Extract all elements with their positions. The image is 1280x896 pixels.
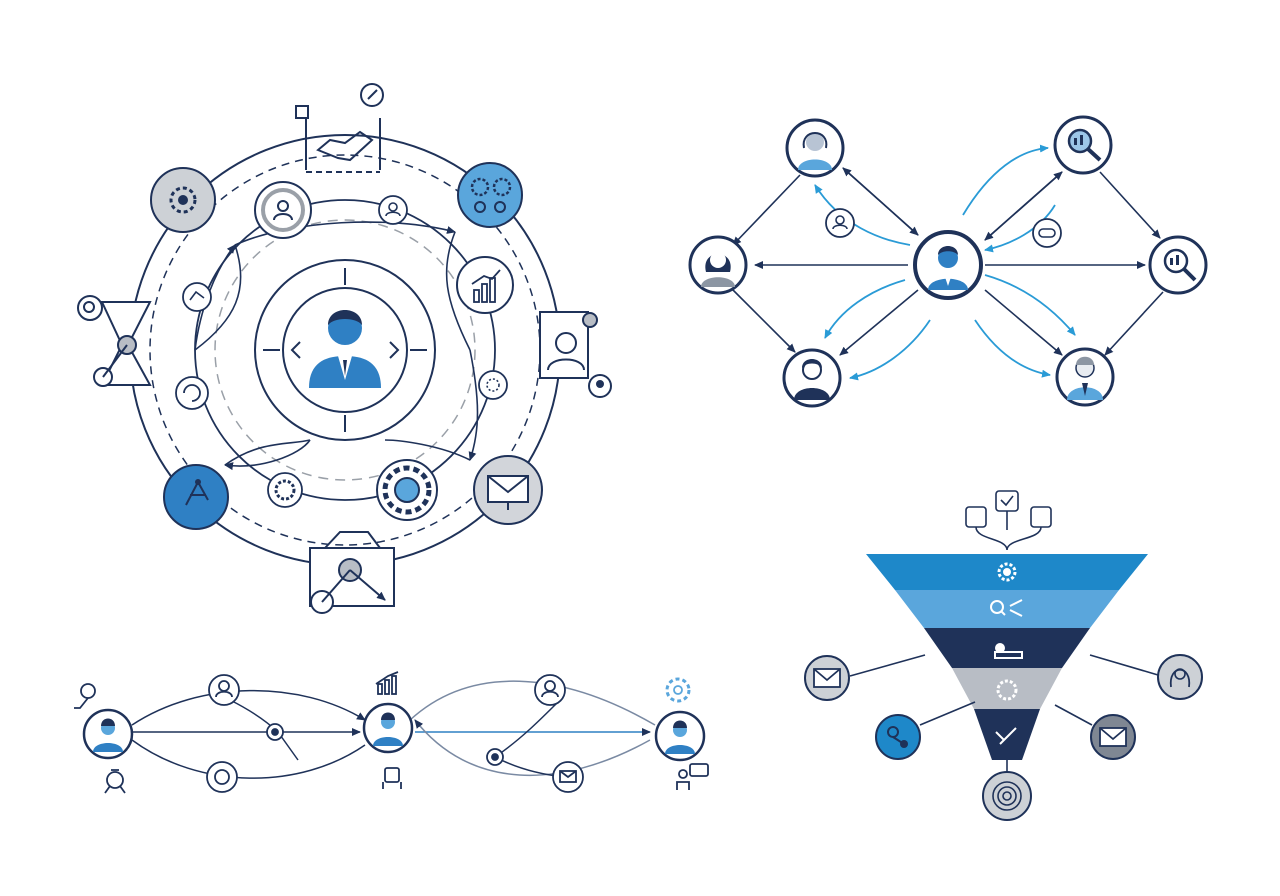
- middle-dashed-ring: [214, 219, 476, 481]
- center-person-icon: [309, 310, 381, 388]
- compass-node: [163, 464, 229, 530]
- timeline-main-node-2: [362, 702, 414, 754]
- funnel-envelope-left: [804, 655, 850, 701]
- gears-node: [457, 162, 523, 228]
- envelope-node: [473, 455, 543, 525]
- butterfly-network-diagram: [688, 115, 1208, 408]
- woman-avatar-left: [688, 235, 748, 295]
- funnel-links: [849, 654, 1159, 772]
- hub-person-node: [913, 230, 983, 300]
- gear-cog-node: [376, 459, 438, 521]
- funnel-level-5: [974, 709, 1040, 760]
- timeline-small-icons: [74, 671, 709, 794]
- inner-ring: [254, 259, 436, 441]
- handshake-icon: [295, 83, 384, 173]
- funnel-network-node: [875, 714, 921, 760]
- funnel-top-boxes: [965, 490, 1052, 551]
- funnel-level-4: [952, 668, 1062, 709]
- network-curved-edges: [814, 144, 1076, 381]
- filter-search-icon: [77, 295, 152, 387]
- funnel-level-icons: [990, 562, 1023, 745]
- timeline-flow-diagram: [74, 671, 709, 794]
- funnel-fingerprint-node: [982, 771, 1032, 821]
- search-chart-node-right: [1148, 235, 1208, 295]
- small-link-mid-node: [1032, 218, 1062, 248]
- gear-node: [150, 167, 216, 233]
- timeline-main-node-3: [654, 710, 706, 762]
- small-dot-node: [478, 370, 508, 400]
- small-link-node: [182, 282, 212, 312]
- core-ring: [282, 287, 408, 413]
- network-share-icon: [309, 531, 395, 614]
- timeline-main-node-1: [82, 708, 134, 760]
- cycle-arrows: [194, 221, 479, 471]
- portrait-frame-icon: [539, 311, 612, 398]
- bar-chart-node: [456, 256, 514, 314]
- funnel-level-2: [895, 590, 1119, 628]
- funnel-level-3: [924, 628, 1090, 668]
- person-target-node: [254, 181, 312, 239]
- man-avatar-bottom-right: [1055, 347, 1115, 407]
- search-chart-node-top: [1053, 115, 1113, 175]
- timeline-minor-nodes: [206, 674, 584, 793]
- small-gear-node: [267, 472, 303, 508]
- network-edges: [732, 167, 1164, 356]
- small-person-node: [378, 195, 408, 225]
- funnel-diagram: [804, 490, 1203, 821]
- funnel-envelope-right: [1090, 714, 1136, 760]
- target-ticks: [263, 268, 427, 432]
- man-avatar-bottom-left: [782, 348, 842, 408]
- small-person-mid-node: [825, 208, 855, 238]
- woman-avatar-top: [785, 118, 845, 178]
- funnel-woman-node: [1157, 654, 1203, 700]
- radial-hub-diagram: [77, 83, 612, 614]
- small-cycle-node: [175, 376, 209, 410]
